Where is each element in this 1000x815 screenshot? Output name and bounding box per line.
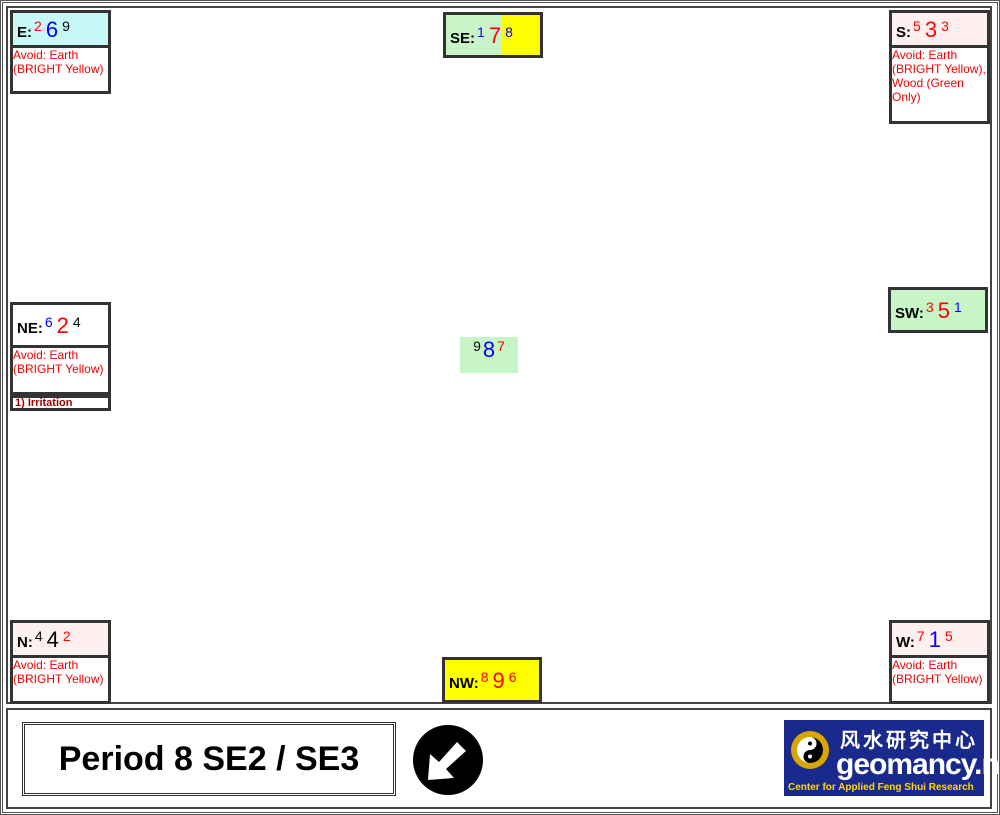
palace-n: N 4 4 2	[10, 620, 111, 658]
yin-yang-icon	[791, 731, 829, 769]
base-star: 3	[924, 17, 938, 42]
mountain-star: 6	[44, 314, 53, 330]
avoid-note: Avoid: Earth (BRIGHT Yellow)	[10, 345, 111, 395]
mountain-star: 8	[480, 669, 489, 685]
mountain-star: 9	[473, 338, 481, 354]
geomancy-logo[interactable]: 风水研究中心 geomancy.net Center for Applied F…	[784, 720, 1000, 796]
logo-name: geomancy.net	[836, 748, 1000, 781]
base-star: 5	[937, 298, 950, 323]
flying-star-chart	[6, 6, 992, 704]
palace-nw: NW 8 9 6	[442, 657, 542, 703]
palace-label: N	[17, 634, 33, 651]
palace-w: W 7 1 5	[889, 620, 990, 658]
palace-s: S 5 3 3	[889, 10, 990, 48]
footer	[6, 708, 992, 809]
base-star: 9	[492, 668, 505, 693]
mountain-star: 4	[34, 628, 43, 644]
base-star: 8	[482, 337, 496, 362]
mountain-star: 1	[477, 24, 485, 40]
affliction-note: 1) Irritation	[10, 395, 111, 411]
base-star: 4	[46, 627, 59, 652]
palace-label: W	[896, 634, 915, 651]
mountain-star: 7	[916, 628, 925, 644]
base-star: 6	[45, 17, 59, 42]
water-star: 6	[508, 669, 517, 685]
water-star: 1	[953, 299, 962, 315]
palace-center: 9 8 7	[460, 337, 518, 373]
mountain-star: 2	[34, 18, 42, 34]
water-star: 9	[62, 18, 70, 34]
base-star: 2	[56, 313, 69, 338]
chart-title: Period 8 SE2 / SE3	[22, 722, 396, 796]
avoid-note: Avoid: Earth (BRIGHT Yellow)	[10, 45, 111, 94]
water-star: 7	[497, 338, 505, 354]
palace-label: SE	[450, 30, 475, 47]
palace-label: E	[17, 24, 32, 41]
avoid-note: Avoid: Earth (BRIGHT Yellow), Wood (Gree…	[889, 45, 990, 124]
palace-se: SE 1 7 8	[443, 12, 543, 58]
base-star: 7	[488, 23, 502, 48]
palace-label: SW	[895, 305, 924, 322]
logo-tagline: Center for Applied Feng Shui Research	[788, 782, 974, 793]
mountain-star: 3	[925, 299, 934, 315]
chart-title-text: Period 8 SE2 / SE3	[58, 739, 360, 778]
palace-label: NW	[449, 675, 479, 692]
water-star: 2	[62, 628, 71, 644]
palace-label: NE	[17, 320, 43, 337]
water-star: 8	[505, 24, 513, 40]
palace-ne: NE 6 2 4	[10, 302, 111, 348]
mountain-star: 5	[913, 18, 921, 34]
palace-e: E 2 6 9	[10, 10, 111, 48]
palace-label: S	[896, 24, 911, 41]
water-star: 3	[941, 18, 949, 34]
palace-sw: SW 3 5 1	[888, 287, 988, 333]
avoid-note: Avoid: Earth (BRIGHT Yellow)	[889, 655, 990, 704]
avoid-note: Avoid: Earth (BRIGHT Yellow)	[10, 655, 111, 704]
water-star: 5	[944, 628, 953, 644]
base-star: 1	[928, 627, 941, 652]
water-star: 4	[72, 314, 81, 330]
logo-chinese: 风水研究中心	[840, 730, 978, 752]
arrow-down-left-icon	[413, 725, 483, 795]
